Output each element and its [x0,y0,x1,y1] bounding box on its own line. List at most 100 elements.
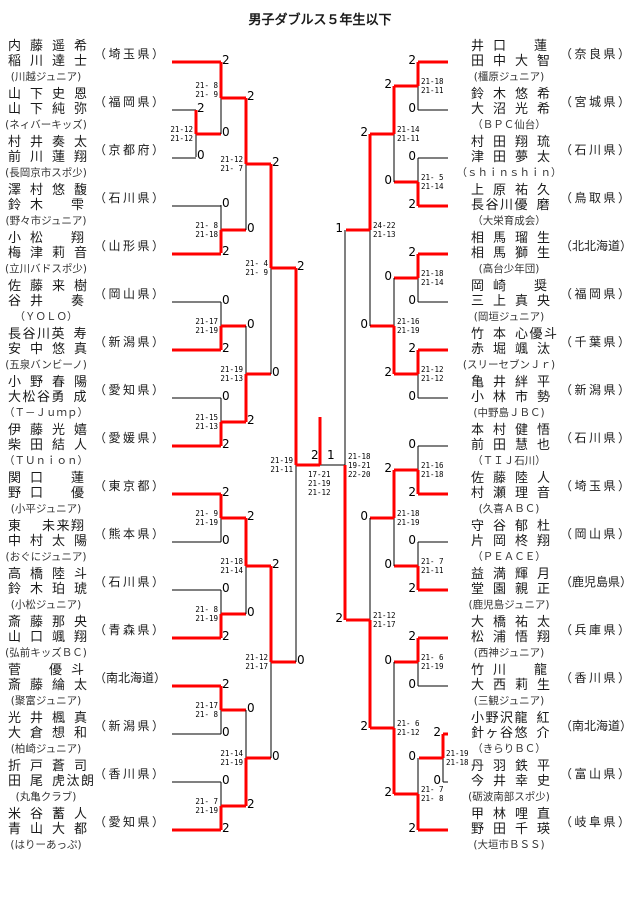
family-name: 竹本 [471,327,516,342]
family-name: 中村 [8,534,53,549]
game-score: 21-14 [421,278,444,287]
player-name: 安中悠真 [8,342,87,357]
player-name: 高橋陸斗 [8,567,87,582]
game-score: 21-12 [170,125,193,134]
game-score: 21-15 [195,413,218,422]
match-result: 0 [222,125,230,139]
given-name: 翔 [70,231,84,246]
given-name: 悠真 [52,342,97,357]
family-name: 伊藤 [8,423,53,438]
given-name: 英寿 [51,327,96,342]
given-name: 蓮 [533,39,547,54]
match-result: 0 [247,221,255,235]
given-name: 健悟 [515,423,560,438]
family-name: 内藤 [8,39,53,54]
player-name: 小林市勢 [471,390,550,405]
club-name: (三観ジュニア) [473,695,545,707]
given-name: 真央 [515,294,560,309]
given-name: 綸太 [52,678,97,693]
final-result-right: 1 [327,448,335,462]
game-score: 21-12 [245,653,268,662]
game-score: 21- 5 [421,173,444,182]
given-name: 千瑛 [515,822,560,837]
game-score: 21-13 [220,374,243,383]
given-name: 市勢 [515,390,560,405]
player-name: 山下史恩 [8,87,87,102]
given-name: 祐太 [515,615,560,630]
family-name: 高橋 [8,567,53,582]
match-result: 2 [384,77,392,91]
player-name: 竹本心優斗 [471,327,557,342]
player-name: 梅津莉音 [8,246,87,261]
family-name: 長谷川 [8,327,52,342]
player-name: 野田千瑛 [471,822,550,837]
game-score: 21-11 [421,566,444,575]
given-name: 颯翔 [52,630,97,645]
match-result: 0 [222,725,230,739]
club-name: (柏崎ジュニア) [10,743,82,755]
given-name: 慧也 [515,438,560,453]
given-name: 光嬉 [52,423,97,438]
club-name: (川越ジュニア) [10,71,82,83]
given-name: 勇成 [51,390,96,405]
match-result: 2 [222,677,230,691]
prefecture-label: （岡山県） [94,287,167,301]
given-name: 心優斗 [515,327,559,342]
family-name: 村瀬 [471,486,516,501]
club-name: (小平ジュニア) [10,503,82,515]
player-name: 山口颯翔 [8,630,87,645]
player-name: 鈴木雫 [8,198,84,213]
prefecture-label: （鳥取県） [560,191,633,205]
match-result: 0 [247,701,255,715]
match-result: 2 [408,197,416,211]
given-name: 幸史 [515,774,560,789]
family-name: 亀井 [471,375,516,390]
prefecture-label: （兵庫県） [560,623,633,637]
family-name: 針ヶ谷 [471,726,515,741]
match-result: 2 [247,89,255,103]
given-name: 哩直 [515,807,560,822]
player-name: 関口蓮 [8,471,84,486]
match-result: 2 [408,341,416,355]
game-score: 21-19 [195,326,218,335]
club-name: (野々市ジュニア) [5,215,87,227]
family-name: 村田 [471,135,516,150]
family-name: 相馬 [471,246,516,261]
game-score: 21-16 [421,461,444,470]
match-result: 0 [408,293,416,307]
match-result: 0 [408,389,416,403]
player-name: 小松翔 [8,231,84,246]
player-name: 折戸蒼司 [8,759,87,774]
club-name: (橿原ジュニア) [473,71,545,83]
game-score: 21-19 [446,749,469,758]
given-name: 純弥 [52,102,97,117]
player-name: 斎藤那央 [8,615,87,630]
game-score: 21- 7 [195,797,218,806]
match-result: 0 [408,437,416,451]
given-name: 奏 [70,294,84,309]
given-name: 那央 [52,615,97,630]
game-score: 24-22 [373,221,396,230]
family-name: 光井 [8,711,53,726]
given-name: 想和 [52,726,97,741]
player-name: 斎藤綸太 [8,678,87,693]
family-name: 折戸 [8,759,53,774]
given-name: 春陽 [52,375,97,390]
match-result: 2 [247,413,255,427]
club-name: (おぐにジュニア) [5,551,87,563]
player-name: 針ヶ谷悠介 [471,726,550,741]
family-name: 野口 [8,486,53,501]
game-score: 21- 6 [397,719,420,728]
club-name: （Ｔ－Ｊｕｍｐ） [4,407,88,419]
prefecture-label: （埼玉県） [94,47,167,61]
family-name: 鈴木 [471,87,516,102]
game-score: 21- 6 [421,653,444,662]
club-name: (西神ジュニア) [473,647,545,659]
given-name: 龍 [533,663,547,678]
family-name: 今井 [471,774,516,789]
family-name: 米谷 [8,807,53,822]
match-result: 2 [408,581,416,595]
game-score: 21- 8 [195,221,218,230]
match-result: 2 [197,101,205,115]
club-name: (はりーあっぷ) [10,839,82,851]
